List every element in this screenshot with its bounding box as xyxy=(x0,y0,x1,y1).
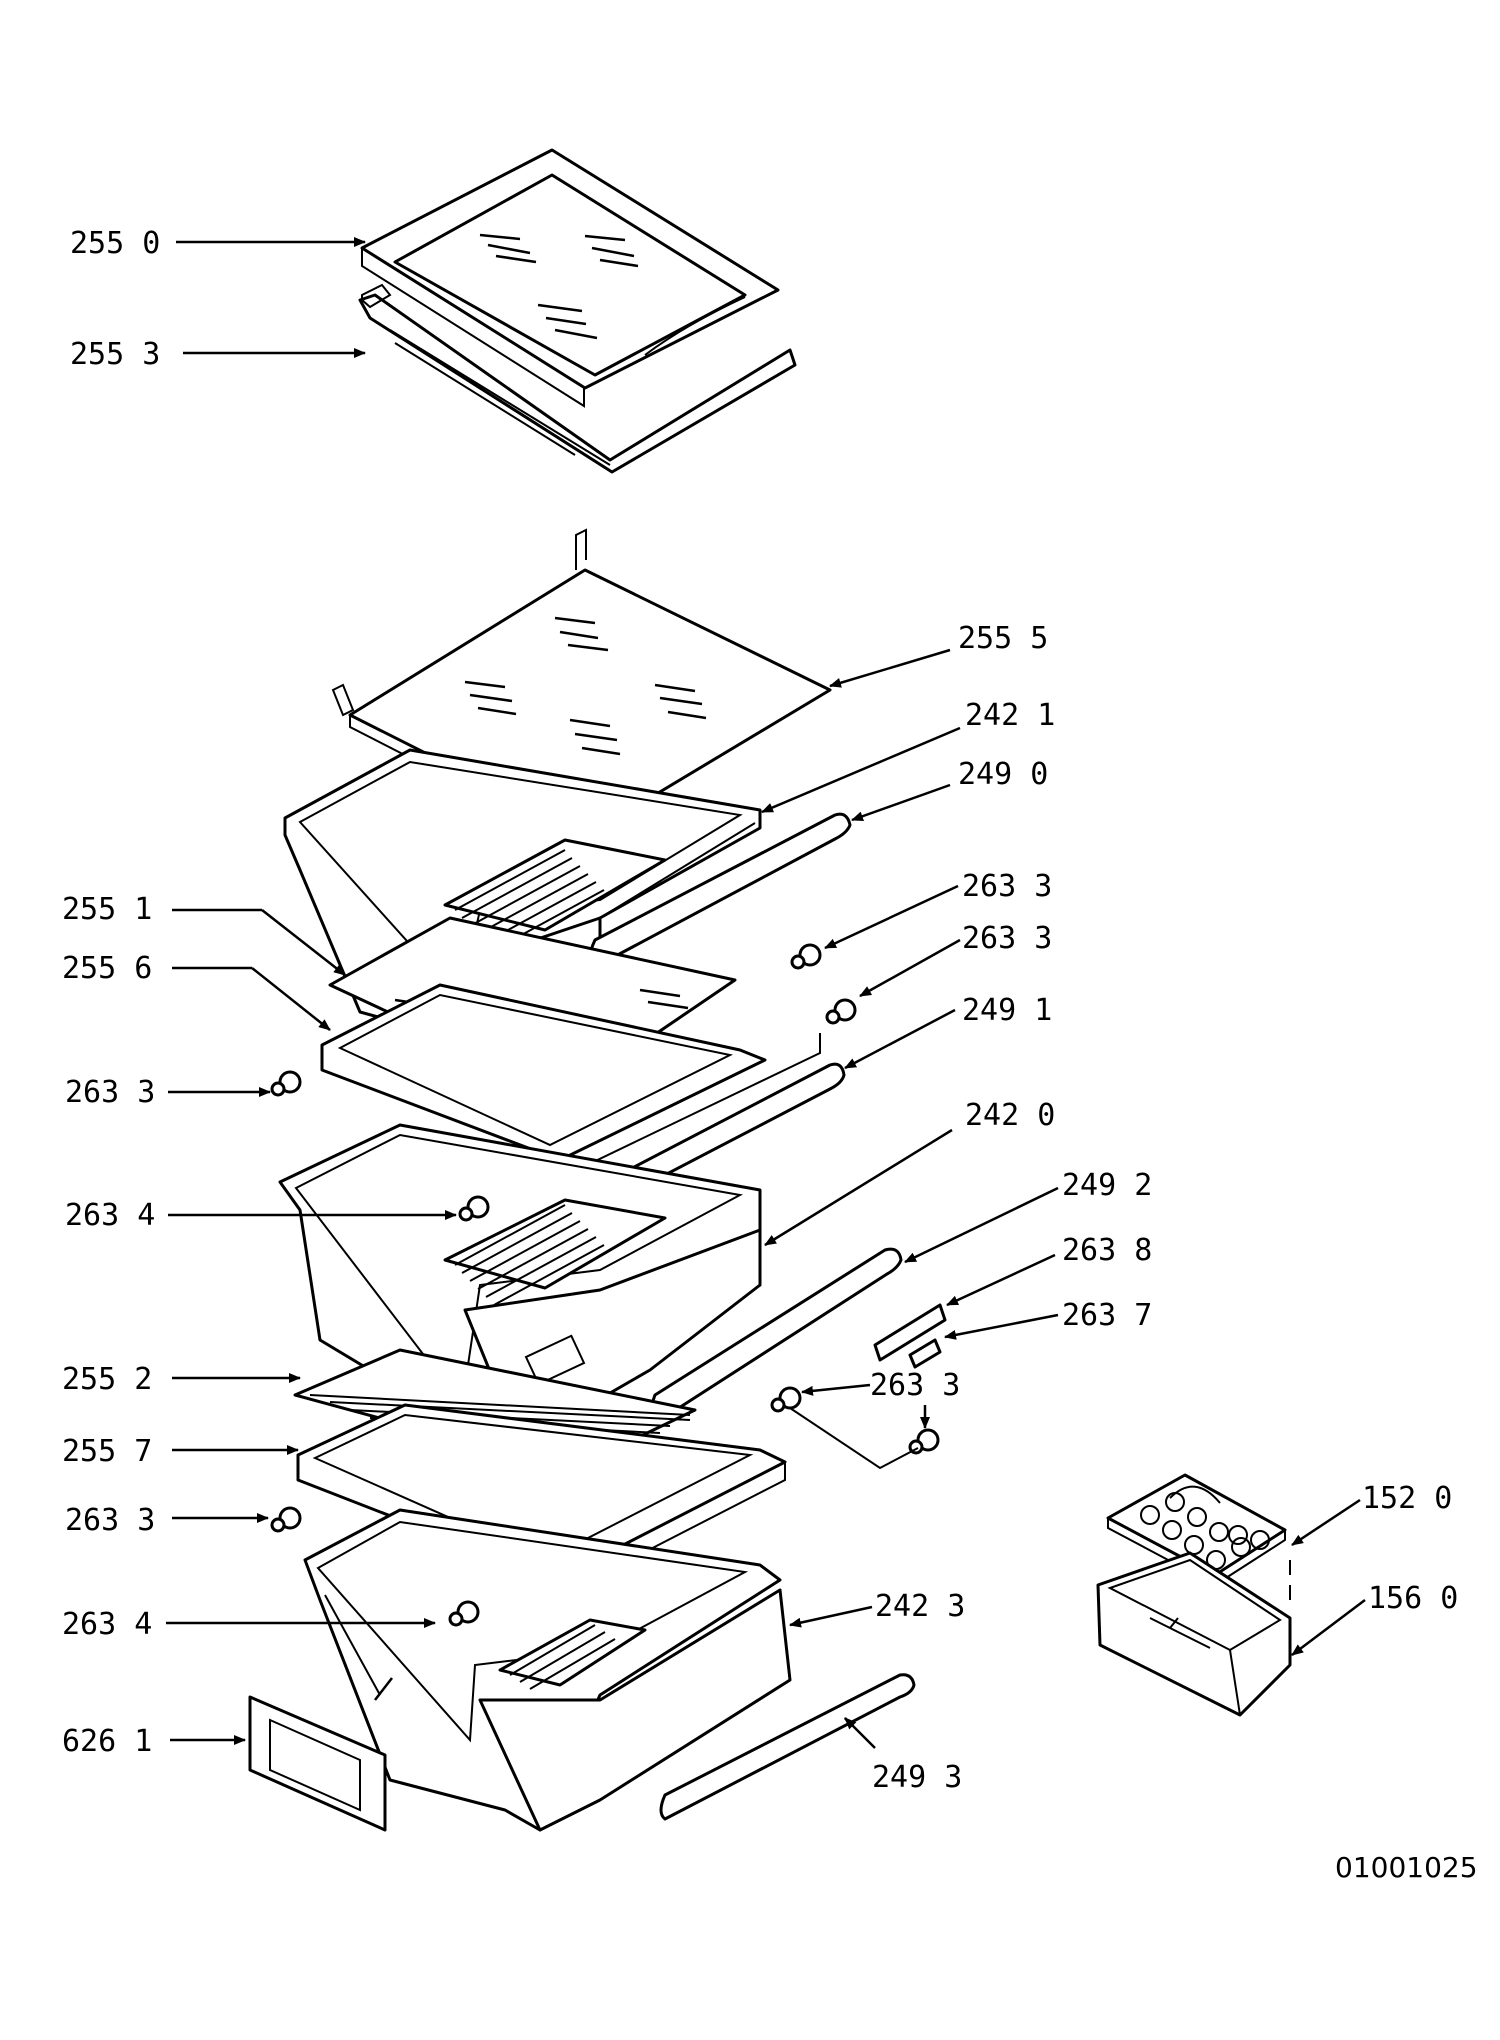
callout-249-1: 249 1 xyxy=(962,993,1052,1028)
callout-255-7: 255 7 xyxy=(62,1434,152,1469)
label-holder-626-1 xyxy=(248,1695,387,1832)
screw-icon xyxy=(825,998,857,1025)
callout-263-3: 263 3 xyxy=(870,1368,960,1403)
callout-242-0: 242 0 xyxy=(965,1098,1055,1133)
clip-263-7 xyxy=(908,1338,942,1369)
callout-263-3: 263 3 xyxy=(65,1503,155,1538)
callout-156-0: 156 0 xyxy=(1368,1581,1458,1616)
callout-263-8: 263 8 xyxy=(1062,1233,1152,1268)
callout-249-2: 249 2 xyxy=(1062,1168,1152,1203)
drawing-code: 01001025 xyxy=(1335,1851,1478,1884)
callout-263-7: 263 7 xyxy=(1062,1298,1152,1333)
screw-icon xyxy=(448,1600,480,1627)
callout-263-4: 263 4 xyxy=(62,1607,152,1642)
callout-249-3: 249 3 xyxy=(872,1760,962,1795)
leader-lines xyxy=(166,237,1366,1749)
screw-icon xyxy=(270,1506,302,1533)
storage-box xyxy=(1096,1551,1292,1717)
glass-shelf-top xyxy=(360,148,780,408)
callout-255-0: 255 0 xyxy=(70,226,160,261)
shelf-frame-top xyxy=(358,283,797,474)
callout-263-3: 263 3 xyxy=(962,869,1052,904)
callout-242-1: 242 1 xyxy=(965,698,1055,733)
front-trim-249-3 xyxy=(659,1673,916,1821)
screw-icon xyxy=(790,943,822,970)
callout-255-2: 255 2 xyxy=(62,1362,152,1397)
callout-255-5: 255 5 xyxy=(958,621,1048,656)
screw-icon xyxy=(770,1386,802,1413)
callout-263-4: 263 4 xyxy=(65,1198,155,1233)
clip-263-8 xyxy=(873,1303,947,1362)
callout-255-6: 255 6 xyxy=(62,951,152,986)
callout-152-0: 152 0 xyxy=(1362,1481,1452,1516)
callout-242-3: 242 3 xyxy=(875,1589,965,1624)
crisper-drawer-lower xyxy=(303,1508,792,1832)
screw-icon xyxy=(458,1195,490,1222)
callout-255-1: 255 1 xyxy=(62,892,152,927)
callout-263-3: 263 3 xyxy=(962,921,1052,956)
callout-labels: 255 0 255 3 255 5 242 1 249 0 263 3 263 … xyxy=(62,226,1478,1884)
callout-255-3: 255 3 xyxy=(70,337,160,372)
callout-626-1: 626 1 xyxy=(62,1724,152,1759)
callout-263-3: 263 3 xyxy=(65,1075,155,1110)
screw-icon xyxy=(270,1070,302,1097)
callout-249-0: 249 0 xyxy=(958,757,1048,792)
